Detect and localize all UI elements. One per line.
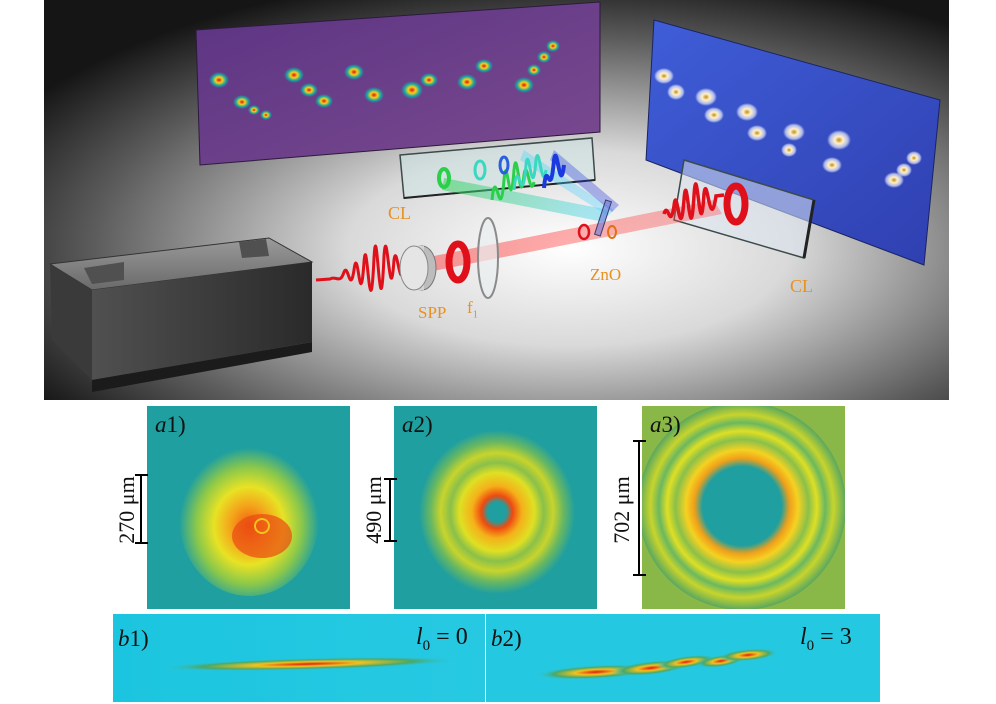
laser-source-box xyxy=(48,237,314,392)
experimental-setup-illustration xyxy=(44,0,949,400)
panel-a2-image xyxy=(394,406,597,609)
panel-b2-image xyxy=(486,614,880,702)
f1-label: f1 xyxy=(467,298,479,321)
blue-projection-screen xyxy=(645,19,941,266)
panel-a3-scale-text: 702 μm xyxy=(609,476,634,544)
panel-b2-label: b2) xyxy=(491,626,522,651)
panel-a3-label: a3) xyxy=(650,412,681,437)
spp-label: SPP xyxy=(418,303,447,322)
panel-a1-scale-text: 270 μm xyxy=(114,476,139,544)
input-red-pulse xyxy=(315,244,427,292)
purple-screen-patterns xyxy=(209,40,560,120)
focusing-lens-f1 xyxy=(477,217,499,299)
blue-pulse xyxy=(542,153,566,189)
panel-b1-label: b1) xyxy=(118,626,149,651)
panel-b2-l0: l0 = 3 xyxy=(800,624,852,654)
panel-a2-scale-text: 490 μm xyxy=(361,476,386,544)
red-vortex-beam-right xyxy=(723,182,749,226)
panel-a3-image xyxy=(642,406,845,609)
panel-a2-scalebar xyxy=(384,478,397,542)
zno-crystal xyxy=(593,199,613,237)
panel-a1-scalebar xyxy=(135,474,148,544)
harmonic-beam xyxy=(442,178,609,222)
blue-screen-patterns xyxy=(654,68,922,188)
cl-left-label: CL xyxy=(388,203,412,223)
spiral-phase-plate xyxy=(399,245,437,291)
panel-b1-l0: l0 = 0 xyxy=(416,624,468,654)
zno-label: ZnO xyxy=(590,265,622,284)
panel-a3-scalebar xyxy=(633,440,646,576)
green-vortex-ring xyxy=(437,167,451,189)
cl-right-label: CL xyxy=(790,276,814,296)
panel-a2-label: a2) xyxy=(402,412,433,437)
panel-b1-image xyxy=(113,614,485,702)
panel-a1-label: a1) xyxy=(155,412,186,437)
purple-projection-screen xyxy=(195,1,601,166)
red-vortex-beam-left xyxy=(445,240,471,284)
panel-a1-image xyxy=(147,406,350,609)
output-red-pulse xyxy=(662,182,725,221)
cyan-pulse xyxy=(512,154,548,191)
